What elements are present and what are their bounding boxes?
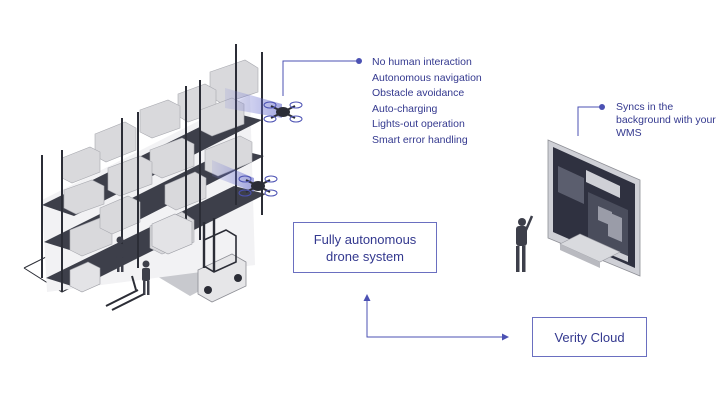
- forklift-icon: [197, 218, 247, 303]
- feature-connector-line: [282, 60, 357, 96]
- monitor-icon: [547, 139, 641, 277]
- sync-description: Syncs in the background with your WMS: [616, 101, 716, 139]
- pallet-stack: [69, 213, 193, 293]
- feature-item: Auto-charging: [372, 102, 438, 115]
- pallet-jack-icon: [105, 275, 145, 311]
- feature-item: Obstacle avoidance: [372, 87, 465, 99]
- feature-item: Lights-out operation: [372, 118, 465, 130]
- worker-icon: [516, 215, 534, 272]
- drone-icon: [263, 101, 303, 123]
- drone-scan-beam: [225, 88, 282, 118]
- worker-icon: [142, 260, 150, 295]
- drone-icon: [238, 175, 278, 197]
- rack-icon: [41, 44, 266, 292]
- feature-item: Smart error handling: [372, 133, 468, 146]
- sync-connector-dot: [599, 104, 605, 110]
- feature-list: No human interaction Autonomous navigati…: [372, 55, 482, 148]
- feature-item: Autonomous navigation: [372, 71, 482, 84]
- bidirectional-arrow-icon: [363, 294, 509, 341]
- verity-cloud-box: Verity Cloud: [532, 317, 647, 357]
- worker-icon: [116, 236, 124, 272]
- verity-cloud-label: Verity Cloud: [554, 329, 625, 345]
- feature-item: No human interaction: [372, 56, 472, 68]
- feature-connector-dot: [356, 58, 362, 64]
- drone-system-box: Fully autonomous drone system: [293, 222, 437, 273]
- drone-system-label: Fully autonomous drone system: [313, 231, 417, 264]
- drone-scan-beam: [212, 160, 254, 192]
- sync-connector-line: [577, 106, 600, 136]
